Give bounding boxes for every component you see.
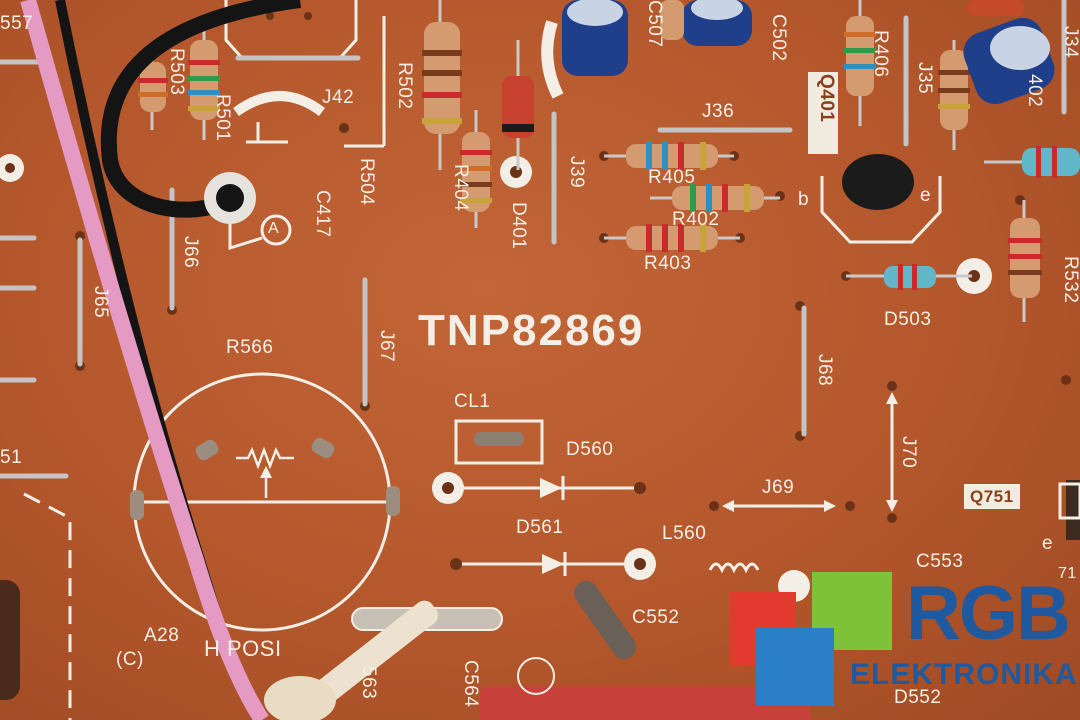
label-a28: A28 [144, 625, 180, 646]
label-r403: R403 [644, 253, 692, 274]
label-c552: C552 [632, 607, 680, 628]
marker-a: A [268, 220, 280, 237]
capacitor-group [562, 0, 1055, 105]
black-wire [100, 0, 302, 218]
label-r402: R402 [672, 209, 720, 230]
transistor-q401 [842, 154, 914, 210]
label-pin-e2: e [1042, 533, 1054, 554]
label-h-posi: H POSI [204, 636, 282, 661]
label-51: 51 [0, 447, 23, 468]
label-q401: Q401 [816, 74, 837, 123]
label-q751: Q751 [964, 484, 1020, 509]
label-r566: R566 [226, 337, 274, 358]
label-r404: R404 [450, 164, 471, 212]
label-j66: J66 [180, 236, 201, 269]
label-a28-sub: (C) [116, 649, 144, 670]
label-r406: R406 [870, 30, 891, 78]
label-pin-b: b [798, 189, 810, 210]
label-cl1: CL1 [454, 391, 491, 412]
label-c417: C417 [312, 190, 333, 238]
label-j70: J70 [898, 436, 919, 469]
label-c507: C507 [644, 0, 665, 48]
label-j68: J68 [814, 354, 835, 387]
label-c502: C502 [768, 14, 789, 62]
resistor-symbol [236, 446, 294, 470]
rgb-elektronika-logo: RGB ELEKTRONIKA [728, 570, 1080, 720]
label-r501: R501 [212, 94, 233, 142]
label-j35: J35 [914, 62, 935, 95]
label-d552: D552 [894, 687, 942, 708]
label-563: 563 [358, 666, 379, 700]
label-d561: D561 [516, 517, 564, 538]
label-d503: D503 [884, 309, 932, 330]
cl1-outline [454, 419, 544, 465]
logo-subtitle: ELEKTRONIKA [850, 658, 1078, 691]
label-c553: C553 [916, 551, 964, 572]
label-557: 557 [0, 13, 34, 34]
label-r504: R504 [356, 158, 377, 206]
board-part-number: TNP82869 [418, 306, 645, 355]
label-j42: J42 [322, 87, 355, 108]
inductor-symbol [708, 562, 760, 574]
label-j67: J67 [376, 330, 397, 363]
logo-title: RGB [906, 571, 1071, 656]
logo-blue-square [756, 628, 834, 706]
label-d401: D401 [508, 202, 529, 250]
resistor-group [138, 0, 1080, 322]
label-j34: J34 [1060, 26, 1080, 59]
label-j69: J69 [762, 477, 795, 498]
label-j36: J36 [702, 101, 735, 122]
label-71: 71 [1058, 565, 1077, 582]
label-d560: D560 [566, 439, 614, 460]
label-c564: C564 [460, 660, 481, 708]
label-j39: J39 [566, 156, 587, 189]
label-j65: J65 [90, 286, 111, 319]
label-402: 402 [1024, 74, 1045, 108]
label-r405: R405 [648, 167, 696, 188]
label-r532: R532 [1060, 256, 1080, 304]
pink-wire [20, 0, 269, 720]
label-pin-e: e [920, 185, 932, 206]
label-l560: L560 [662, 523, 707, 544]
label-r503: R503 [166, 48, 187, 96]
label-r502: R502 [394, 62, 415, 110]
